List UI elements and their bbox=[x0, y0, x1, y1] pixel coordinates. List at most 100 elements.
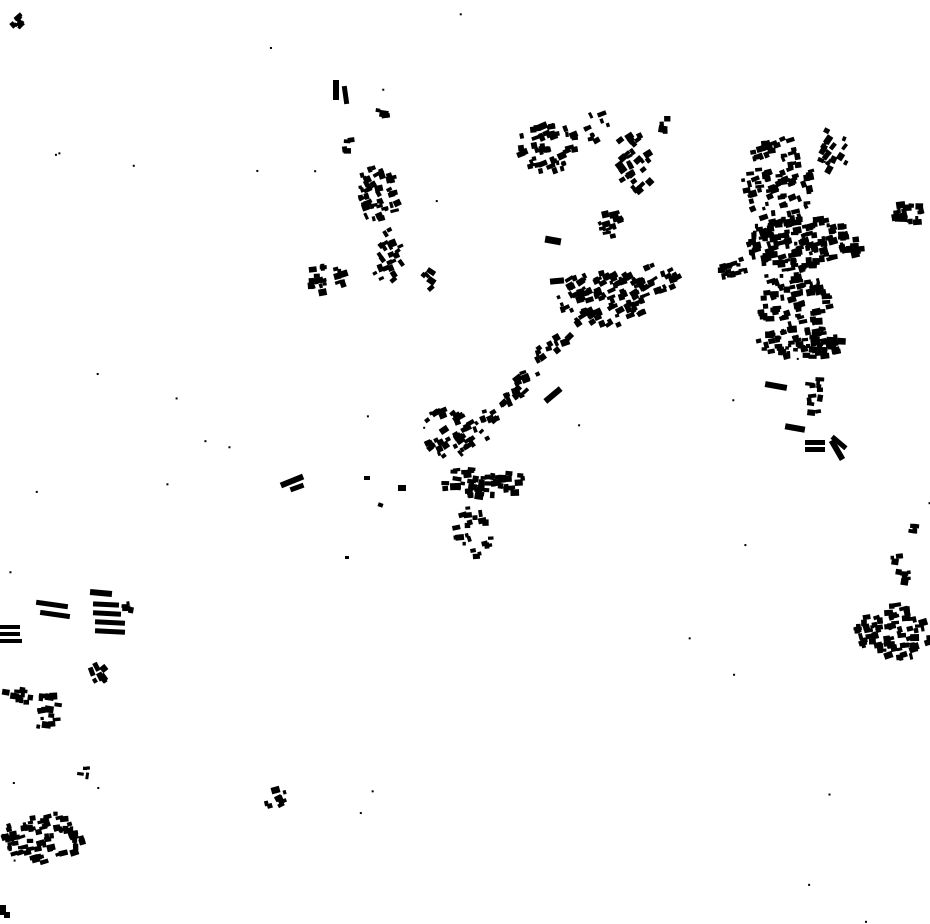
building bbox=[901, 614, 910, 622]
building bbox=[738, 256, 745, 263]
building bbox=[35, 828, 43, 836]
building bbox=[816, 215, 825, 221]
building bbox=[534, 355, 541, 364]
building bbox=[816, 383, 822, 389]
building bbox=[636, 308, 646, 318]
building bbox=[742, 187, 751, 194]
building bbox=[816, 282, 821, 290]
building bbox=[788, 340, 795, 345]
building bbox=[634, 185, 645, 196]
building bbox=[487, 536, 494, 540]
building bbox=[379, 242, 388, 252]
building bbox=[308, 277, 315, 285]
building bbox=[375, 203, 384, 209]
building bbox=[454, 434, 464, 444]
building bbox=[598, 225, 606, 231]
building bbox=[85, 772, 90, 780]
building bbox=[597, 220, 603, 226]
building bbox=[614, 305, 625, 315]
building bbox=[744, 544, 747, 547]
building bbox=[786, 350, 791, 357]
building bbox=[800, 233, 806, 240]
building bbox=[778, 200, 788, 209]
building bbox=[377, 171, 386, 180]
building bbox=[504, 394, 512, 403]
building bbox=[792, 290, 802, 298]
building bbox=[823, 136, 831, 146]
building bbox=[783, 154, 788, 158]
building bbox=[663, 272, 673, 280]
building bbox=[589, 132, 596, 138]
building bbox=[748, 249, 753, 256]
building bbox=[891, 558, 899, 566]
building bbox=[626, 153, 633, 160]
building bbox=[765, 315, 775, 322]
building bbox=[13, 22, 19, 28]
building bbox=[341, 85, 350, 105]
building bbox=[896, 630, 903, 638]
building bbox=[381, 264, 391, 272]
building bbox=[811, 328, 820, 336]
building bbox=[625, 311, 636, 320]
building bbox=[19, 686, 26, 694]
building bbox=[370, 165, 377, 171]
building bbox=[647, 280, 656, 288]
building bbox=[790, 257, 797, 265]
building bbox=[451, 524, 461, 531]
building bbox=[14, 14, 23, 23]
building bbox=[750, 175, 760, 183]
building bbox=[799, 289, 804, 296]
building bbox=[815, 277, 821, 284]
building bbox=[813, 247, 819, 254]
building bbox=[764, 273, 769, 278]
building bbox=[816, 341, 824, 347]
building bbox=[794, 313, 802, 318]
building bbox=[567, 290, 575, 299]
building bbox=[825, 303, 834, 310]
building bbox=[780, 155, 786, 163]
building bbox=[332, 266, 339, 272]
building bbox=[852, 236, 860, 243]
building bbox=[808, 354, 817, 359]
building bbox=[394, 247, 401, 255]
building bbox=[614, 160, 625, 171]
building bbox=[923, 638, 930, 647]
building bbox=[671, 271, 679, 280]
building bbox=[769, 236, 778, 243]
building bbox=[387, 251, 395, 258]
building bbox=[489, 491, 495, 499]
building bbox=[659, 270, 666, 278]
building bbox=[473, 420, 479, 426]
building bbox=[785, 136, 795, 144]
building bbox=[913, 627, 919, 634]
building bbox=[92, 661, 101, 672]
building bbox=[606, 318, 614, 326]
building bbox=[497, 476, 507, 484]
building bbox=[0, 632, 20, 636]
building bbox=[777, 259, 783, 266]
building bbox=[126, 601, 130, 606]
building bbox=[800, 180, 808, 189]
building bbox=[748, 198, 755, 205]
building bbox=[41, 721, 52, 729]
building bbox=[310, 284, 316, 290]
building bbox=[644, 177, 655, 187]
building bbox=[793, 272, 800, 278]
building bbox=[270, 785, 281, 795]
building bbox=[807, 393, 817, 399]
building bbox=[359, 812, 362, 815]
building bbox=[765, 192, 774, 201]
building bbox=[864, 920, 867, 923]
building bbox=[91, 677, 98, 684]
building bbox=[25, 846, 35, 852]
building bbox=[27, 694, 34, 701]
building bbox=[584, 307, 594, 317]
building bbox=[365, 176, 371, 181]
building bbox=[808, 883, 811, 886]
building bbox=[480, 416, 487, 423]
building bbox=[899, 650, 908, 659]
building bbox=[308, 266, 318, 273]
building bbox=[860, 639, 868, 646]
building bbox=[825, 148, 832, 156]
